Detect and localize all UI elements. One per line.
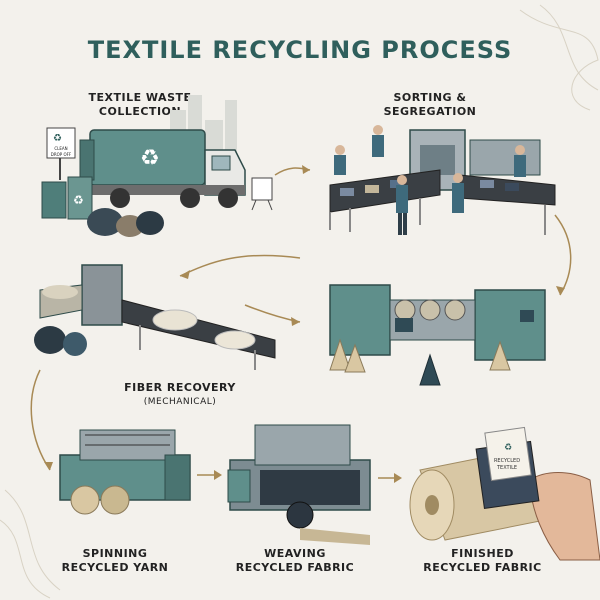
fiber-line1: FIBER RECOVERY	[124, 381, 236, 394]
step-label-spinning: SPINNING RECYCLED YARN	[40, 547, 190, 575]
weaving-line2: RECYCLED FABRIC	[235, 561, 355, 574]
svg-text:♻: ♻	[53, 133, 62, 144]
tag-text-line1: RECYCLED	[494, 458, 520, 464]
workers	[334, 125, 526, 235]
board-sign	[251, 177, 273, 211]
sign-text-line2: DROP OFF	[51, 152, 72, 157]
garbage-truck: ♻	[79, 129, 246, 208]
waste-bags	[87, 208, 164, 237]
spinning-line2: RECYCLED YARN	[61, 561, 169, 574]
step-label-finished: FINISHED RECYCLED FABRIC	[405, 547, 560, 575]
decorative-swirl-top-right	[519, 4, 599, 111]
finished-line2: RECYCLED FABRIC	[423, 561, 542, 574]
svg-text:♻: ♻	[504, 443, 512, 453]
tag-text-line2: TEXTILE	[496, 465, 517, 471]
spinning-machine	[59, 429, 191, 515]
fiber-line2: (MECHANICAL)	[143, 397, 217, 407]
spinning-line1: SPINNING	[82, 547, 148, 560]
arrow-fiber-to-spinning	[30, 369, 51, 471]
input-bags	[34, 326, 87, 356]
collection-line2: COLLECTION	[98, 105, 182, 118]
svg-text:♻: ♻	[140, 146, 160, 171]
yarn-cones	[329, 338, 511, 386]
drop-off-sign: ♻ CLEAN DROP OFF	[46, 127, 76, 180]
svg-text:♻: ♻	[73, 193, 84, 207]
recycling-bins: ♻	[41, 176, 93, 220]
step-label-collection: TEXTILE WASTE COLLECTION	[60, 91, 220, 119]
sorting-line2: SEGREGATION	[383, 105, 477, 118]
arrow-heads	[44, 165, 565, 483]
step-label-weaving: WEAVING RECYCLED FABRIC	[220, 547, 370, 575]
sign-text-line1: CLEAN	[54, 146, 67, 151]
hand-holding-swatch: ♻ RECYCLED TEXTILE	[475, 426, 600, 561]
step-label-fiber: FIBER RECOVERY (MECHANICAL)	[110, 381, 250, 409]
sorting-line1: SORTING &	[393, 91, 467, 104]
arrow-sorting-to-spinning-frame	[554, 214, 572, 296]
weaving-line1: WEAVING	[264, 547, 326, 560]
weaving-loom	[227, 424, 371, 545]
shredder-machine	[39, 264, 276, 370]
decorative-swirl-bottom-left	[0, 489, 61, 599]
arrow-curve-to-fiber	[179, 254, 301, 277]
collection-line1: TEXTILE WASTE	[88, 91, 192, 104]
spinning-frame-machine	[329, 284, 546, 361]
page-title: TEXTILE RECYCLING PROCESS	[87, 36, 513, 64]
finished-line1: FINISHED	[451, 547, 514, 560]
sorting-machine	[329, 129, 556, 235]
step-label-sorting: SORTING & SEGREGATION	[350, 91, 510, 119]
